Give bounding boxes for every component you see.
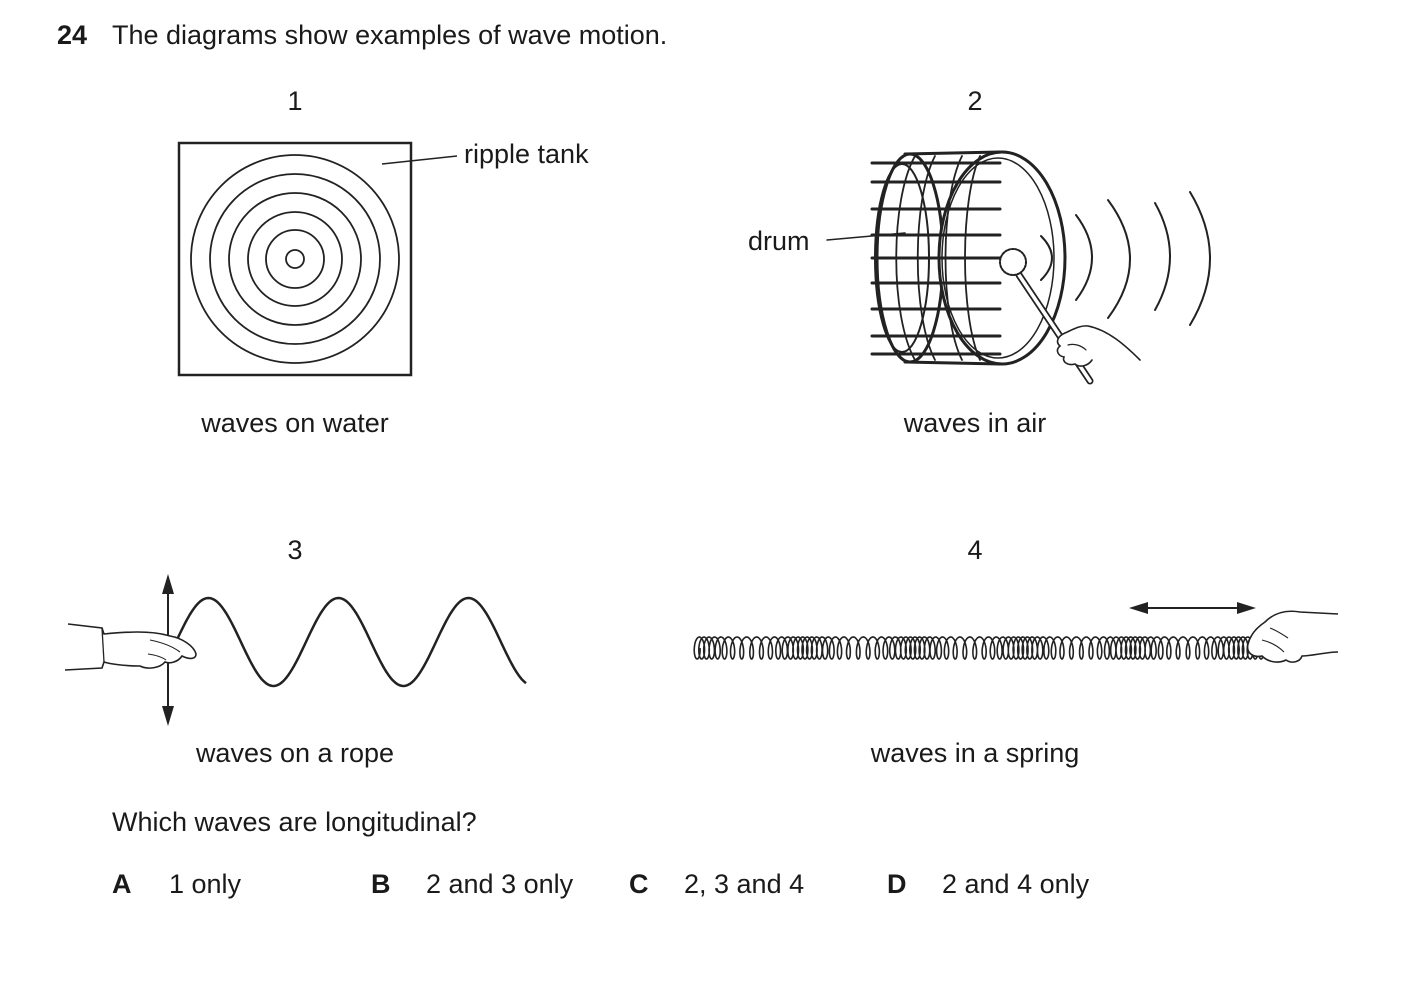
caption-waves-on-water: waves on water	[201, 408, 389, 438]
spring-diagram	[693, 602, 1339, 663]
sound-wave-arc-3	[1107, 199, 1131, 319]
option-b-letter[interactable]: B	[371, 869, 391, 899]
option-a-text[interactable]: 1 only	[169, 869, 242, 899]
ripple-circle-5	[209, 173, 381, 345]
drum-stave-2	[916, 155, 936, 361]
ripple-circles	[190, 154, 400, 364]
caption-waves-in-air: waves in air	[903, 408, 1047, 438]
option-d-text[interactable]: 2 and 4 only	[942, 869, 1090, 899]
drum-stave-4	[964, 155, 981, 361]
sound-wave-arc-1	[1040, 235, 1053, 281]
drum-stave-1	[895, 155, 916, 361]
hand-finger-crease-1	[149, 639, 181, 653]
drum-diagram	[826, 150, 1211, 385]
drum-label: drum	[748, 226, 810, 256]
drum-body-top	[903, 150, 1002, 156]
drum-lugs	[870, 161, 1002, 356]
beater-head	[999, 248, 1027, 276]
question-stem: The diagrams show examples of wave motio…	[112, 20, 668, 50]
ripple-circle-2	[265, 229, 325, 289]
arrow-left-icon	[1129, 602, 1148, 614]
question-prompt: Which waves are longitudinal?	[112, 807, 477, 837]
ripple-tank-outline	[177, 141, 413, 377]
ripple-circle-4	[228, 192, 362, 326]
hand-finger-crease-4	[1269, 627, 1289, 639]
rope-wave-diagram	[64, 574, 527, 726]
sound-wave-arc-4	[1154, 202, 1171, 311]
option-c-text[interactable]: 2, 3 and 4	[684, 869, 805, 899]
arrow-right-icon	[1237, 602, 1256, 614]
hand-finger-crease-2	[147, 653, 167, 661]
drum-stave-3	[944, 155, 963, 361]
hand-holding-beater	[1056, 325, 1141, 367]
drum-body-bottom	[903, 360, 1002, 366]
ripple-tank-diagram	[177, 141, 458, 377]
arrow-down-icon	[162, 706, 174, 726]
ripple-tank-leader-line	[381, 155, 458, 165]
option-c-letter[interactable]: C	[629, 869, 649, 899]
sound-wave-arc-2	[1075, 214, 1093, 301]
rope-wave-curve	[176, 596, 527, 688]
arrow-up-icon	[162, 574, 174, 594]
diagram-2-number: 2	[967, 86, 983, 116]
ripple-tank-label: ripple tank	[464, 139, 589, 169]
caption-waves-in-a-spring: waves in a spring	[870, 738, 1080, 768]
question-number: 24	[57, 20, 88, 50]
ripple-circle-6	[190, 154, 400, 364]
option-a-letter[interactable]: A	[112, 869, 132, 899]
hand-holding-spring	[1246, 610, 1339, 663]
sound-waves	[1040, 191, 1211, 326]
hand-finger-crease-3	[1261, 639, 1285, 653]
diagram-1-number: 1	[287, 86, 303, 116]
hand-holding-rope	[64, 623, 197, 671]
caption-waves-on-a-rope: waves on a rope	[195, 738, 395, 768]
sound-wave-arc-5	[1189, 191, 1211, 326]
hand-finger-crease	[1067, 343, 1087, 351]
option-b-text[interactable]: 2 and 3 only	[426, 869, 574, 899]
drum-staves	[895, 155, 981, 361]
sleeve-cuff	[101, 627, 105, 663]
spring-coil	[693, 636, 1265, 660]
drum-leader-line	[826, 232, 906, 241]
diagram-4-number: 4	[967, 535, 983, 565]
ripple-circle-1	[285, 249, 305, 269]
diagram-3-number: 3	[287, 535, 303, 565]
ripple-circle-3	[247, 211, 343, 307]
option-d-letter[interactable]: D	[887, 869, 907, 899]
